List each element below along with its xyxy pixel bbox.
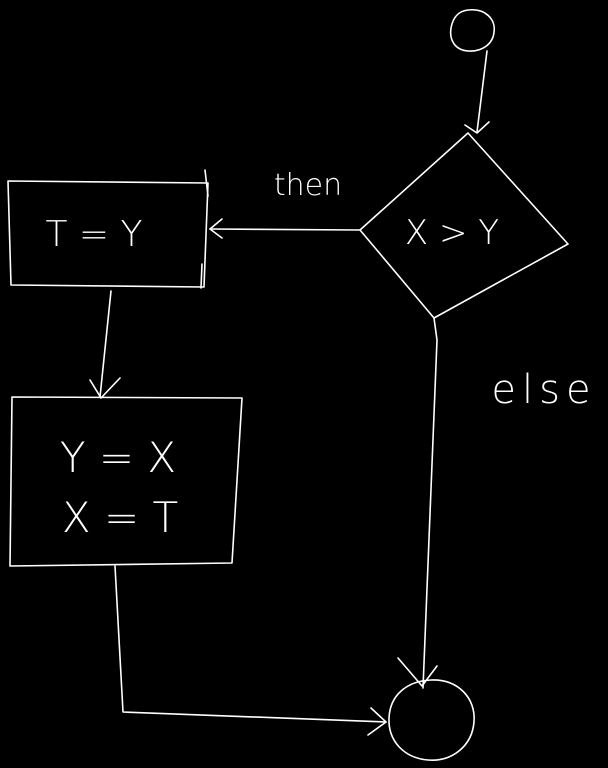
- process-1-to-process-2-arrowhead: [89, 377, 121, 399]
- then-label: then: [274, 168, 342, 203]
- process-box-1-overdraw: [200, 169, 209, 289]
- else-edge-line: [422, 317, 438, 689]
- process-box-1: [7, 180, 209, 288]
- process-2-to-end-line: [114, 565, 387, 723]
- then-edge-line: [209, 228, 361, 231]
- start-to-decision-arrowhead: [464, 121, 490, 134]
- process-2-to-end-arrowhead: [367, 707, 387, 736]
- decision-condition: X > Y: [405, 213, 499, 253]
- process-2-line-2: X = T: [62, 493, 178, 542]
- process-box-2: [9, 396, 243, 567]
- start-to-decision-line: [476, 50, 488, 133]
- process-1-to-process-2-line: [99, 290, 112, 398]
- end-terminal: [388, 679, 475, 761]
- process-1-line-1: T = Y: [45, 214, 142, 255]
- start-terminal: [449, 9, 495, 52]
- process-2-line-1: Y = X: [60, 433, 176, 482]
- then-edge-arrowhead: [209, 218, 223, 239]
- else-edge-arrowhead: [397, 657, 438, 687]
- else-label: else: [491, 367, 596, 413]
